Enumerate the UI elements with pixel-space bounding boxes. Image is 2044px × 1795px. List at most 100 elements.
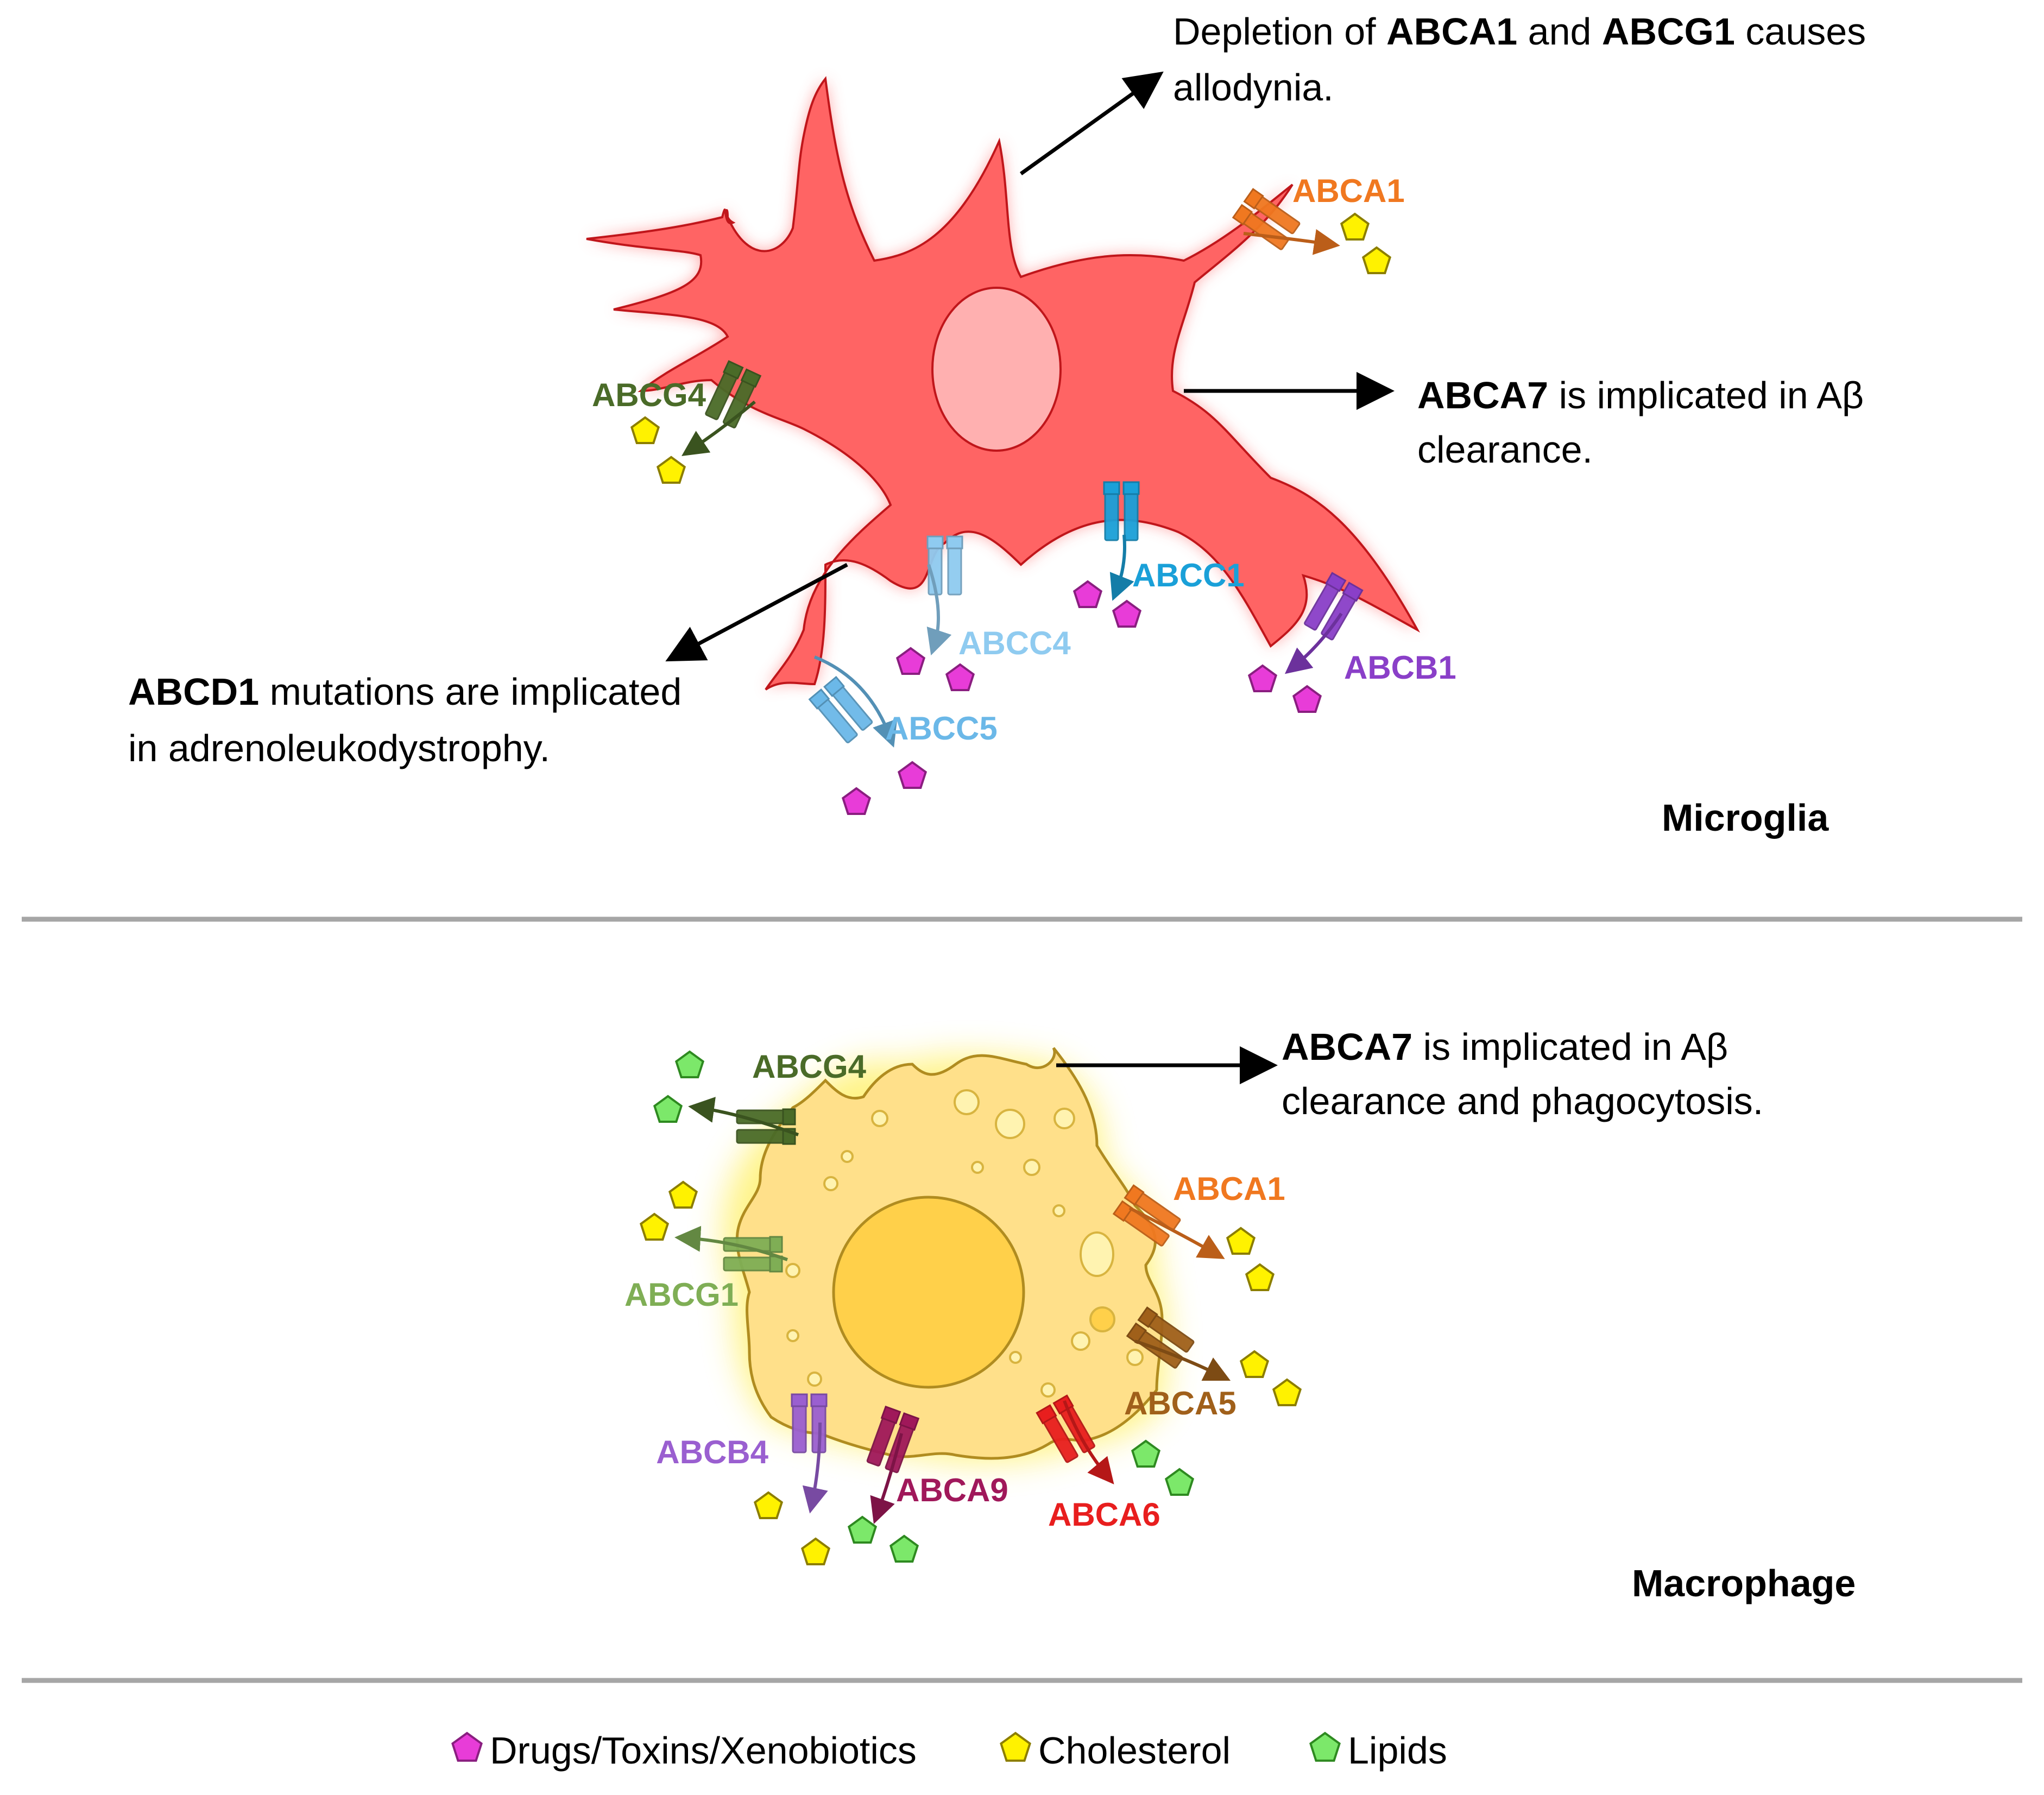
cargo-cholesterol-icon: [1245, 1263, 1275, 1291]
transporter-subunit: [947, 545, 962, 596]
transport-arrow: [688, 1097, 799, 1136]
cargo-lipids-icon: [674, 1050, 705, 1078]
macrophage-vesicles: [785, 1089, 1144, 1398]
text-run: clearance.: [1417, 428, 1593, 471]
legend-cholesterol-icon: [1000, 1731, 1031, 1762]
cargo-lipids-icon: [1131, 1439, 1161, 1468]
legend-label: Cholesterol: [1038, 1729, 1231, 1772]
cargo-lipids-icon: [1164, 1468, 1195, 1496]
transporter-cap: [722, 360, 744, 380]
cargo-drugs-icon: [1112, 599, 1142, 628]
transporter-cap: [1232, 204, 1253, 226]
transporter-protein-icon: [705, 360, 762, 428]
transporter-abca1: ABCA1: [1112, 1171, 1285, 1259]
cargo-cholesterol-icon: [753, 1491, 784, 1519]
transport-arrow: [1128, 1206, 1225, 1259]
text-run: in adrenoleukodystrophy.: [128, 727, 550, 769]
transport-arrow: [1134, 1339, 1231, 1381]
cargo-cholesterol-icon: [1361, 246, 1392, 274]
text-run: and: [1517, 10, 1602, 53]
transporter-abca9: ABCA9: [866, 1405, 1008, 1524]
note-abcd1-line1: ABCD1 mutations are implicated: [128, 671, 682, 713]
transporter-abca5: ABCA5: [1124, 1306, 1237, 1421]
legend-item: Drugs/Toxins/Xenobiotics: [451, 1729, 917, 1772]
transporter-label: ABCA1: [1292, 173, 1405, 209]
transporter-label: ABCA1: [1173, 1171, 1285, 1207]
text-run: is implicated in Aβ: [1548, 374, 1864, 416]
transporter-cap: [1342, 582, 1364, 602]
legend-item: Lipids: [1309, 1729, 1447, 1772]
transporter-abcg1: ABCG1: [624, 1225, 788, 1313]
transporter-abcc4: ABCC4: [926, 535, 1071, 661]
note-allodynia-line1: Depletion of ABCA1 and ABCG1 causes: [1173, 10, 1866, 53]
text-run: Depletion of: [1173, 10, 1386, 53]
transporter-abcg4: ABCG4: [688, 1048, 867, 1145]
transporter-subunit: [1124, 490, 1139, 541]
transport-arrow: [682, 400, 756, 456]
transporter-protein-icon: [1112, 1184, 1181, 1247]
transporter-protein-icon: [723, 1236, 783, 1273]
note-microglia-abca7-line2: clearance.: [1417, 428, 1593, 471]
transporter-cap: [1103, 481, 1120, 495]
transporter-cap: [823, 675, 845, 697]
note-macrophage-abca7-line2: clearance and phagocytosis.: [1282, 1080, 1763, 1122]
transporter-cap: [791, 1393, 808, 1407]
cargo-lipids-icon: [889, 1534, 919, 1563]
transport-arrow: [1063, 1400, 1114, 1484]
cargo-cholesterol-icon: [630, 416, 660, 444]
cargo-cholesterol-icon: [639, 1212, 670, 1241]
cargo-drugs-icon: [1247, 664, 1278, 692]
text-run: clearance and phagocytosis.: [1282, 1080, 1763, 1122]
transporter-abca6: ABCA6: [1036, 1394, 1160, 1533]
transporter-cap: [880, 1405, 901, 1424]
cargo-drugs-icon: [841, 787, 872, 815]
text-run: ABCA1: [1386, 10, 1517, 53]
legend-item: Cholesterol: [1000, 1729, 1231, 1772]
transport-arrow: [674, 1225, 788, 1261]
transporter-protein-icon: [808, 675, 873, 744]
cargo-drugs-icon: [897, 761, 928, 789]
transporter-cap: [926, 535, 944, 549]
transporter-cap: [1243, 188, 1264, 210]
cargo-lipids-icon: [653, 1095, 683, 1123]
transporter-label: ABCG1: [624, 1276, 739, 1313]
transporter-cap: [740, 368, 762, 388]
transporter-protein-icon: [1103, 481, 1140, 541]
transporter-protein-icon: [926, 535, 963, 596]
text-run: is implicated in Aβ: [1412, 1026, 1728, 1068]
transporter-cap: [1325, 572, 1347, 592]
legend-lipids-icon: [1309, 1731, 1341, 1762]
transporter-cap: [1126, 1322, 1147, 1344]
transport-arrow: [813, 655, 898, 748]
cargo-drugs-icon: [1292, 685, 1322, 713]
transporter-label: ABCG4: [752, 1048, 867, 1085]
transporter-abcc1: ABCC1: [1103, 481, 1245, 601]
note-macrophage-abca7-line1: ABCA7 is implicated in Aβ: [1282, 1026, 1728, 1068]
transport-arrow: [802, 1422, 828, 1514]
transporter-protein-icon: [1232, 188, 1301, 250]
transporter-label: ABCB1: [1344, 649, 1456, 686]
transporter-abcb1: ABCB1: [1284, 572, 1456, 686]
transporter-cap: [1036, 1404, 1057, 1425]
transporter-label: ABCC1: [1132, 557, 1245, 593]
microglia-nucleus: [931, 287, 1062, 452]
transporter-subunit: [792, 1402, 807, 1453]
cargo-drugs-icon: [895, 647, 926, 675]
cargo-cholesterol-icon: [656, 456, 686, 484]
legend-label: Drugs/Toxins/Xenobiotics: [490, 1729, 917, 1772]
transporter-cap: [782, 1108, 796, 1126]
cargo-cholesterol-icon: [668, 1180, 698, 1209]
legend: Drugs/Toxins/Xenobiotics Cholesterol Lipid…: [451, 1729, 1447, 1772]
transporter-cap: [808, 688, 830, 710]
transporter-cap: [946, 535, 963, 549]
text-run: causes: [1735, 10, 1866, 53]
arrow-abcd1: [665, 562, 848, 662]
microglia-title: Microglia: [1662, 797, 1829, 839]
cargo-drugs-icon: [945, 663, 975, 691]
transporter-label: ABCB4: [656, 1434, 768, 1470]
text-run: allodynia.: [1173, 66, 1334, 109]
